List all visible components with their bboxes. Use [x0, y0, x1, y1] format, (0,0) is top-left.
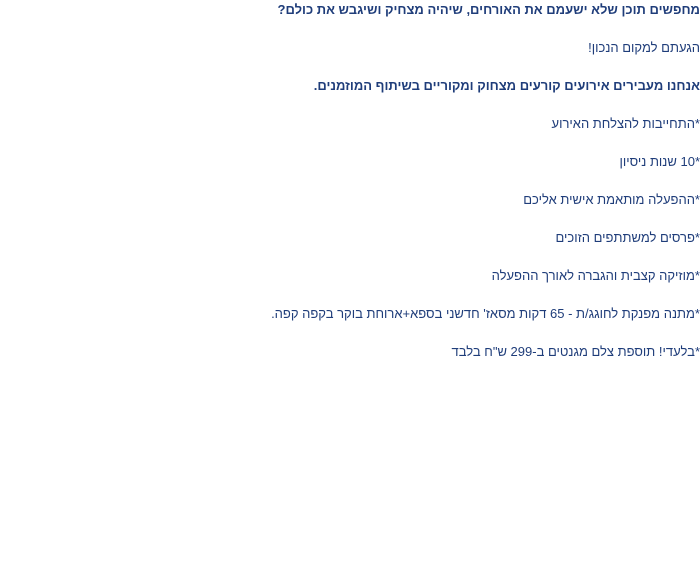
feature-music: *מוזיקה קצבית והגברה לאורך ההפעלה [491, 268, 700, 283]
feature-photographer: *בלעדי! תוספת צלם מגנטים ב-299 ש"ח בלבד [451, 344, 700, 359]
feature-prizes: *פרסים למשתתפים הזוכים [555, 230, 700, 245]
headline-question: מחפשים תוכן שלא ישעמם את האורחים, שיהיה … [277, 2, 700, 17]
promo-text-block: מחפשים תוכן שלא ישעמם את האורחים, שיהיה … [271, 2, 700, 359]
intro-statement: אנחנו מעבירים אירועים קורעים מצחוק ומקור… [313, 78, 700, 93]
feature-success-commitment: *התחייבות להצלחת האירוע [551, 116, 700, 131]
feature-experience: *10 שנות ניסיון [619, 154, 700, 169]
right-place-text: הגעתם למקום הנכון! [588, 40, 700, 55]
feature-gift: *מתנה מפנקת לחוגג/ת - 65 דקות מסאז' חדשנ… [271, 306, 700, 321]
feature-personalized: *ההפעלה מותאמת אישית אליכם [523, 192, 700, 207]
